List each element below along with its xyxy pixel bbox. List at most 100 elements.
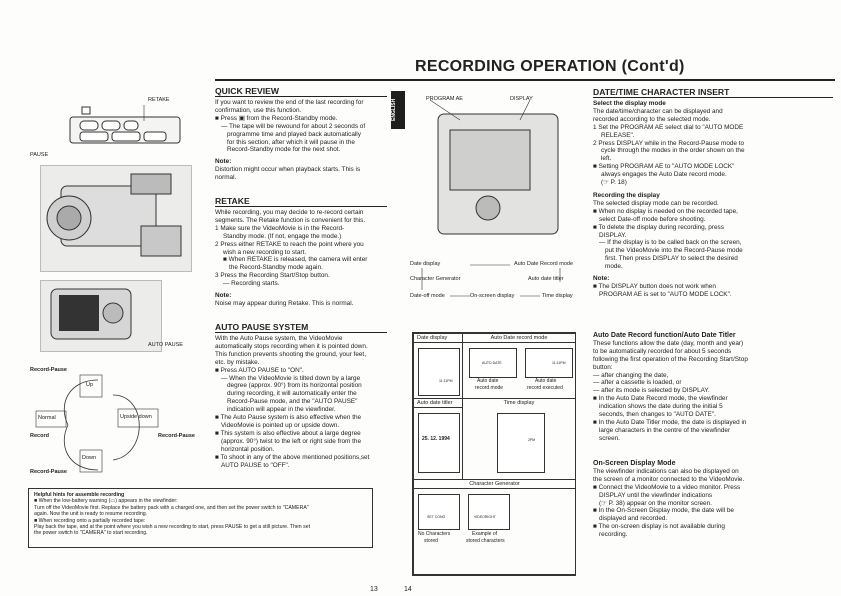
text-line: — When the VideoMovie is tilted down by … xyxy=(221,374,361,382)
viewfinder-screen: VIDEORIGHT xyxy=(468,494,510,530)
text-line: ■ When no display is needed on the recor… xyxy=(593,207,738,215)
auto-pause-label: AUTO PAUSE xyxy=(148,342,183,348)
page-title: RECORDING OPERATION (Cont'd) xyxy=(415,58,685,75)
grid-cell-title: Auto Date record mode xyxy=(463,334,575,343)
text-line: ■ The Auto Pause system is also effectiv… xyxy=(215,414,362,422)
note-label: Note: xyxy=(215,292,232,300)
hint-line: ■ When recording onto a partially record… xyxy=(34,517,146,524)
viewfinder-screen: 25. 12. 1994 xyxy=(418,413,460,473)
text-line: ■ Press AUTO PAUSE to "ON". xyxy=(215,366,304,374)
grid-cell-auto-date-record: Auto Date record mode AUTO DATE 11:11PM … xyxy=(462,333,576,399)
text-line: ■ Connect the VideoMovie to a video moni… xyxy=(593,483,741,491)
hint-line: Turn off the VideoMovie first. Replace t… xyxy=(34,504,309,511)
text-line: — Recording starts. xyxy=(223,280,280,288)
text-line: — after changing the date, xyxy=(593,371,669,379)
text-line: PROGRAM AE is set to "AUTO MODE LOCK". xyxy=(599,290,732,298)
stored-characters-caption: stored characters xyxy=(466,538,505,544)
text-line: ■ The DISPLAY button does not work when xyxy=(593,282,716,290)
text-line: ■ The on-screen display is not available… xyxy=(593,523,725,531)
grid-cell-date-display: Date display 11:11PM xyxy=(413,333,463,399)
mode-record-pause-bottom: Record-Pause xyxy=(30,469,67,475)
text-line: Record-Standby mode for the next shot. xyxy=(227,146,341,154)
mode-normal: Normal xyxy=(38,415,56,421)
text-line: recorded according to the selected mode. xyxy=(593,115,711,123)
mode-record-pause-top: Record-Pause xyxy=(30,367,67,373)
text-line: first. Then press DISPLAY to select the … xyxy=(605,255,738,263)
text-line: The date/time/character can be displayed… xyxy=(593,107,723,115)
subheading: Auto Date Record function/Auto Date Titl… xyxy=(593,332,736,339)
text-line: Noise may appear during Retake. This is … xyxy=(215,299,354,307)
text-line: — after a cassette is loaded, or xyxy=(593,379,682,387)
text-line: segments. The Retake function is conveni… xyxy=(215,216,366,224)
auto-date-caption: Auto date xyxy=(477,378,499,384)
date-display-label: Date display xyxy=(410,261,441,267)
helpful-hints-box: Helpful hints for assemble recording ■ W… xyxy=(28,488,373,548)
text-line: ■ When RETAKE is released, the camera wi… xyxy=(223,256,368,264)
text-line: ■ Press ▣ from the Record-Standby mode. xyxy=(215,114,338,122)
heading-rule xyxy=(215,332,387,333)
screen-text: SET CONG xyxy=(427,515,446,519)
text-line: — The tape will be rewound for about 2 s… xyxy=(221,122,366,130)
text-line: confirmation, use this function. xyxy=(215,106,302,114)
page-number-right: 14 xyxy=(404,586,412,593)
text-line: recording. xyxy=(599,531,628,539)
text-line: This function prevents shooting the grou… xyxy=(215,350,366,358)
program-ae-label: PROGRAM AE xyxy=(426,96,463,102)
text-line: the Record-Standby mode again. xyxy=(229,264,323,272)
text-line: normal. xyxy=(215,174,237,182)
text-line: ■ To shoot in any of the above mentioned… xyxy=(215,453,370,461)
text-line: The viewfinder indications can also be d… xyxy=(593,467,739,475)
text-line: indication shows the date during the ini… xyxy=(599,403,723,411)
camcorder-auto-pause-illustration xyxy=(40,280,162,352)
screen-text: 11:11PM xyxy=(439,379,453,383)
pause-label: PAUSE xyxy=(30,152,49,158)
text-line: ■ In the On-Screen Display mode, the dat… xyxy=(593,507,734,515)
text-line: programme time and played back automatic… xyxy=(227,130,361,138)
heading-rule xyxy=(215,206,387,207)
grid-cell-title: Time display xyxy=(503,400,535,406)
text-line: With the Auto Pause system, the VideoMov… xyxy=(215,335,343,342)
text-line: These functions allow the date (day, mon… xyxy=(593,339,744,347)
text-line: (approx. 90°) twist to the left or right… xyxy=(221,437,362,445)
text-line: 2 Press DISPLAY while in the Record-Paus… xyxy=(593,139,745,147)
retake-panel-illustration xyxy=(60,95,200,155)
text-line: (☞ P. 38) appear on the monitor screen. xyxy=(599,499,712,507)
text-line: If you want to review the end of the las… xyxy=(215,99,364,106)
record-mode-caption: record mode xyxy=(475,385,504,391)
text-line: — If the display is to be called back on… xyxy=(599,239,742,247)
subheading: On-Screen Display Mode xyxy=(593,460,676,467)
title-rule xyxy=(215,79,835,81)
screen-text: VIDEORIGHT xyxy=(474,515,496,519)
text-line: 1 Set the PROGRAM AE select dial to "AUT… xyxy=(593,123,744,131)
grid-cell-auto-date-titler: Auto date titler 25. 12. 1994 xyxy=(413,398,463,480)
text-line: the screen of a monitor connected to the… xyxy=(593,475,745,483)
text-line: ■ This system is also effective about a … xyxy=(215,429,361,437)
text-line: always engages the Auto Date record mode… xyxy=(601,171,727,179)
quick-review-heading: QUICK REVIEW xyxy=(215,86,279,96)
auto-date-record-section: Auto Date Record function/Auto Date Titl… xyxy=(593,332,833,443)
display-label: DISPLAY xyxy=(510,96,533,102)
mode-down: Down xyxy=(82,455,97,461)
screen-date: 25. 12. 1994 xyxy=(422,436,450,442)
text-line: to be automatically recorded for about 5… xyxy=(593,347,732,355)
viewfinder-screen: SET CONG xyxy=(418,494,460,530)
page-number-left: 13 xyxy=(370,586,378,593)
language-tab: ENGLISH xyxy=(391,91,405,129)
screen-text: 2PM xyxy=(528,438,536,442)
text-line: button: xyxy=(593,363,613,371)
note-label: Note: xyxy=(593,275,610,283)
text-line: during recording, it will automatically … xyxy=(227,390,357,398)
text-line: displayed and recorded. xyxy=(599,515,668,523)
grid-cell-title: Date display xyxy=(414,334,462,343)
text-line: select Date-off mode before shooting. xyxy=(599,215,706,223)
grid-cell-title: Auto date titler xyxy=(414,399,462,408)
date-off-mode-label: Date-off mode xyxy=(410,293,445,299)
text-line: 1 Make sure the VideoMovie is in the Rec… xyxy=(215,224,345,232)
retake-section: RETAKE While recording, you may decide t… xyxy=(215,196,387,308)
viewfinder-screen: 11:11PM xyxy=(418,348,460,396)
auto-pause-heading: AUTO PAUSE SYSTEM xyxy=(215,322,309,332)
text-line: Standby mode. (If not, engage the mode.) xyxy=(223,232,342,240)
display-mode-diagram: PROGRAM AE DISPLAY Date display Auto Dat… xyxy=(410,90,580,305)
text-line: seconds, then changes to "AUTO DATE". xyxy=(599,411,716,419)
screen-text: AUTO DATE xyxy=(482,361,502,365)
